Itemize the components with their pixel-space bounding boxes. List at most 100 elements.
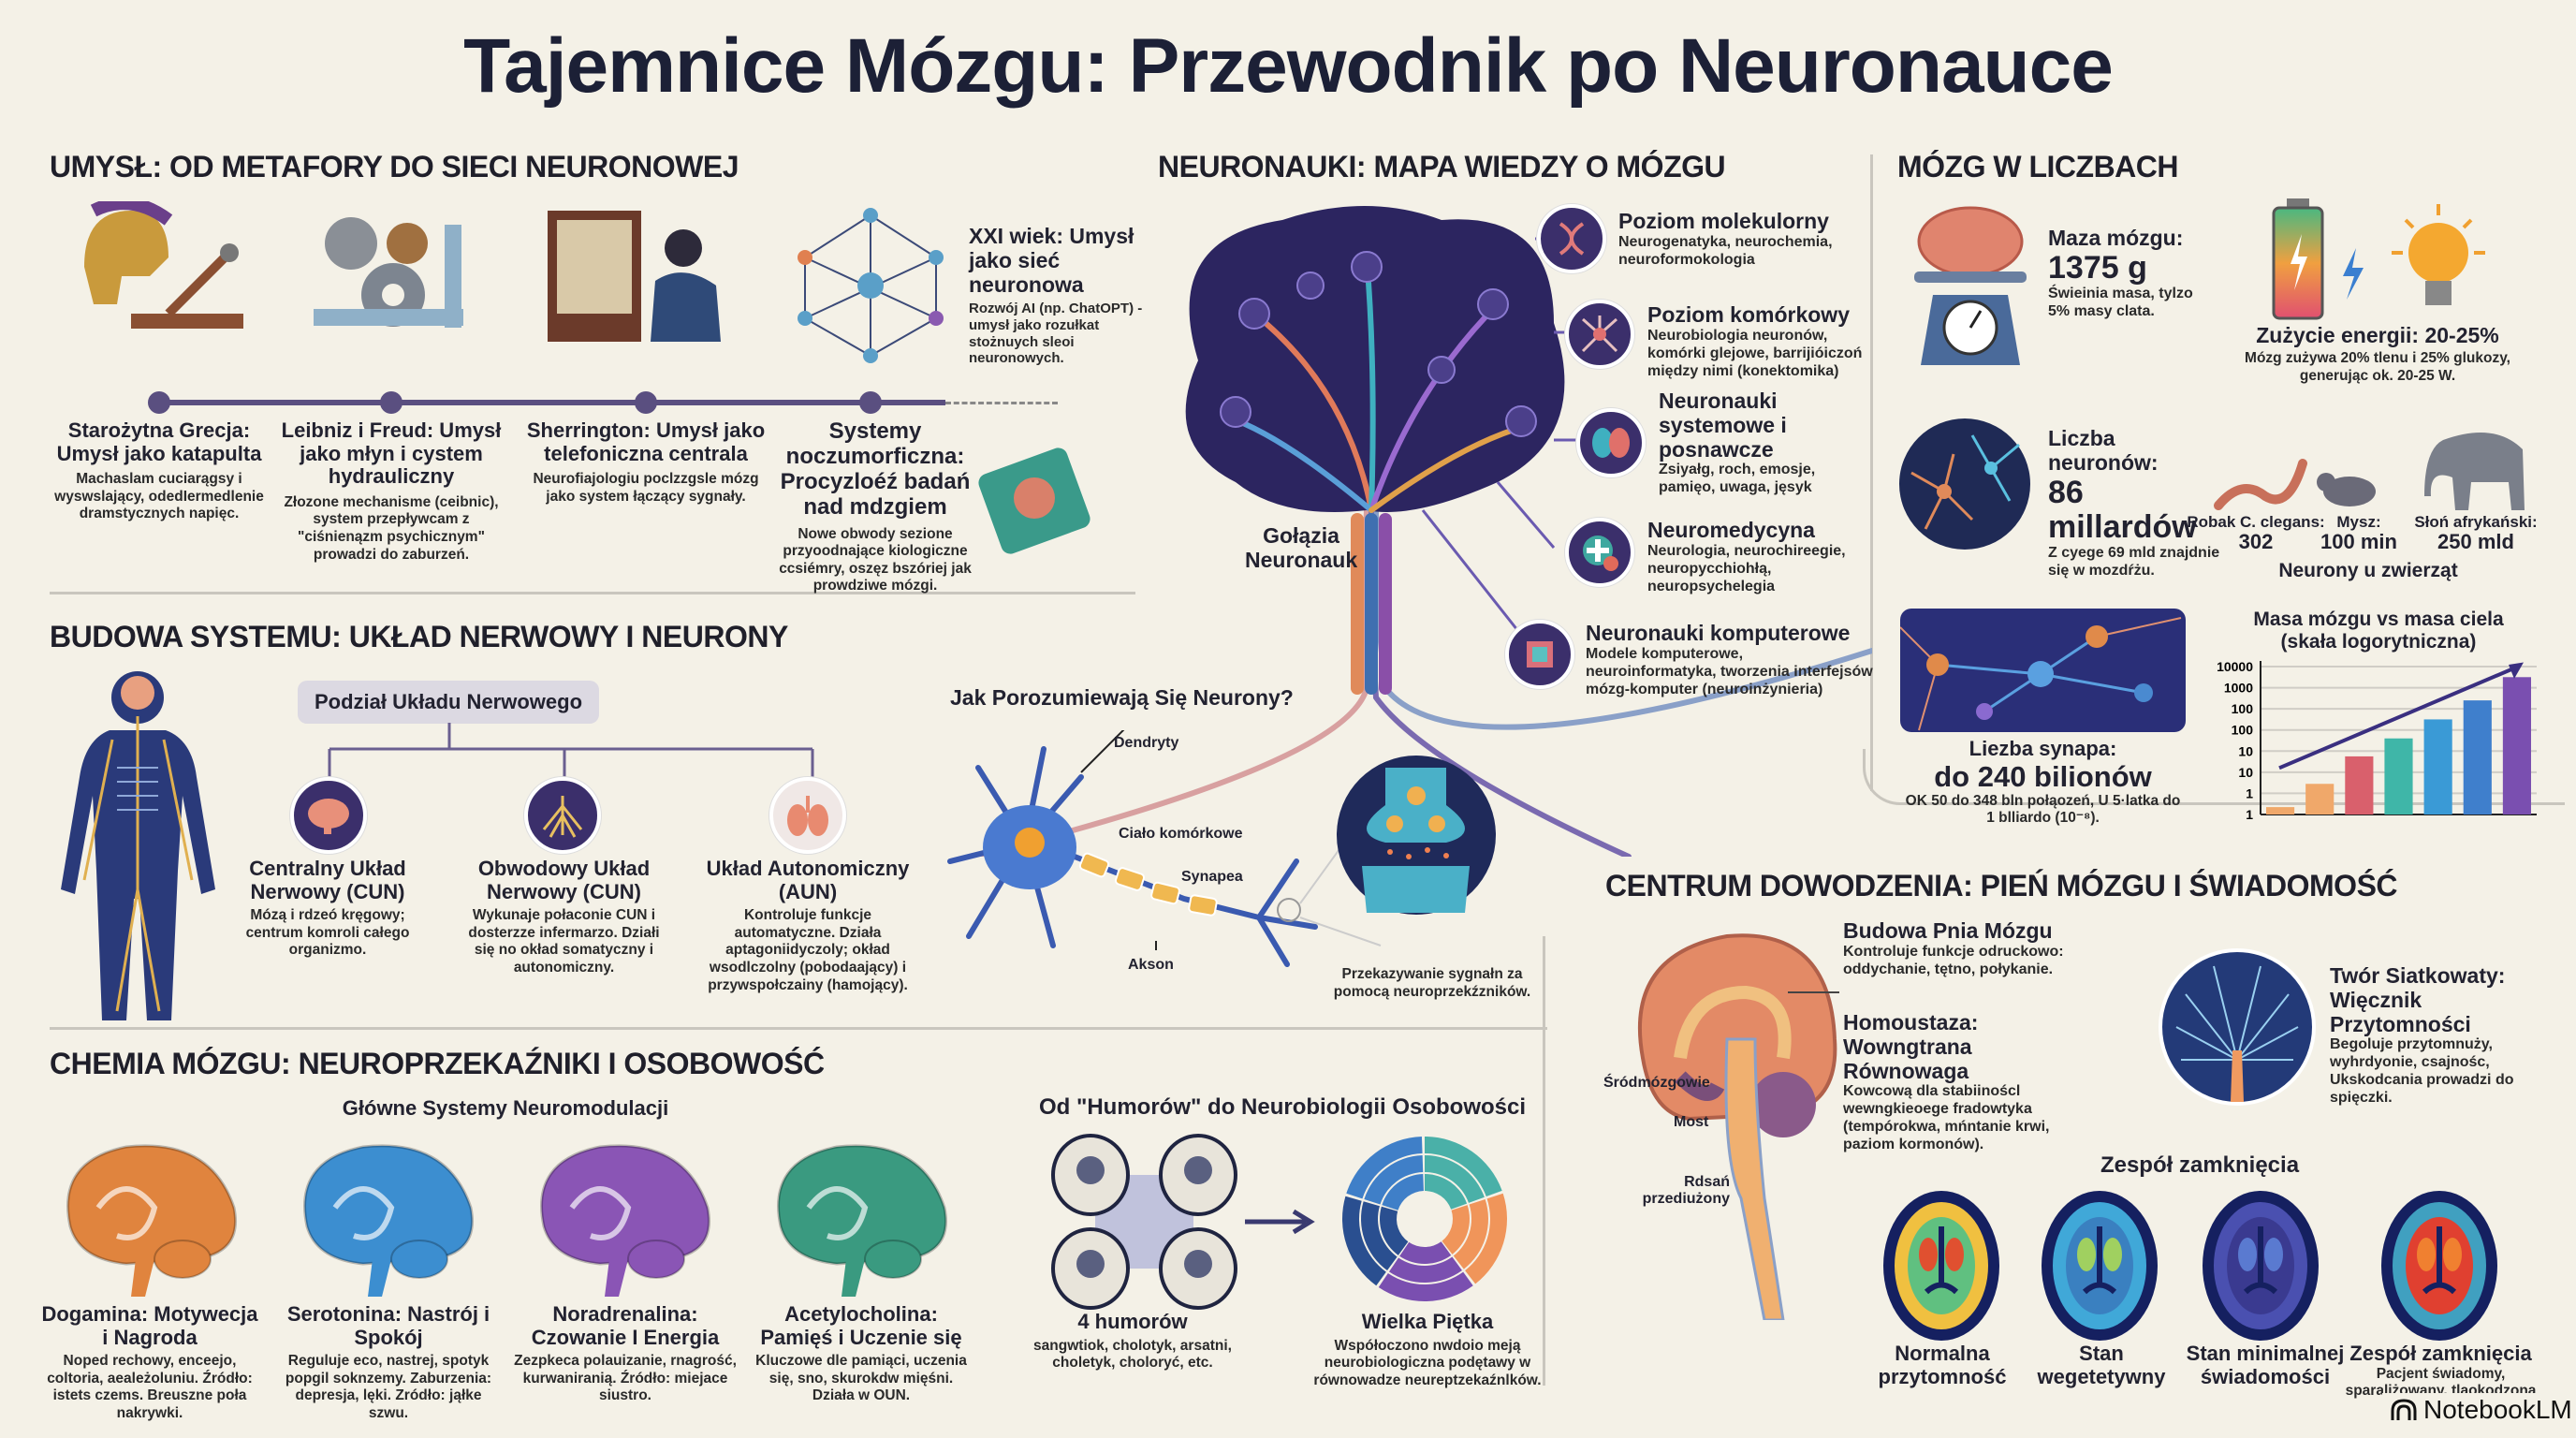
y-tick-label: 1 bbox=[2246, 807, 2253, 822]
label-dendrites: Dendryty bbox=[1114, 735, 1179, 751]
serotonin-brain-icon bbox=[303, 1144, 474, 1297]
wheel-segment bbox=[1425, 1137, 1502, 1197]
neural-network-icon bbox=[798, 208, 944, 363]
info-title: Budowa Pnia Mózgu bbox=[1843, 918, 2053, 943]
timeline-dashed bbox=[945, 402, 1058, 404]
wheel-segment bbox=[1364, 1155, 1424, 1205]
divider bbox=[1543, 936, 1545, 1386]
scan-activity bbox=[2264, 1238, 2283, 1271]
gears-pipes-icon bbox=[314, 217, 463, 328]
wheel-segment bbox=[1465, 1193, 1507, 1284]
pathway-shape bbox=[806, 1186, 869, 1240]
scan-label: Zespół zamknięcia bbox=[2349, 1342, 2532, 1365]
bar bbox=[2266, 807, 2295, 814]
bar bbox=[2305, 784, 2334, 814]
map-trunk-label: Gołązia Neuronauk bbox=[1245, 523, 1358, 572]
scan-activity bbox=[1945, 1238, 1964, 1271]
human-nervous-system-figure bbox=[61, 671, 215, 1020]
map-branch-desc: Neurologia, neurochireegie, neuropycchio… bbox=[1647, 542, 1846, 594]
scan-label: Normalna przytomność bbox=[1878, 1342, 2007, 1388]
section-heading-map: NEURONAUKI: MAPA WIEDZY O MÓZGU bbox=[1158, 150, 1726, 183]
division-label: Podział Układu Nerwowego bbox=[298, 681, 599, 724]
animals-caption: Neurony u zwierząt bbox=[2278, 560, 2458, 581]
wheel-segment bbox=[1342, 1196, 1386, 1286]
y-tick-label: 100 bbox=[2232, 723, 2254, 738]
stat-desc: Z cyege 69 mld znajdnie się w mozdŕżu. bbox=[2048, 545, 2220, 580]
timeline-item-desc: Machaslam cuciarągsy i wyswslający, oded… bbox=[54, 471, 264, 522]
timeline-dot bbox=[859, 391, 882, 414]
brain-scan-minimal bbox=[2203, 1191, 2319, 1341]
wheel-segment bbox=[1380, 1206, 1409, 1255]
neuron-icon bbox=[1565, 300, 1634, 369]
scan-ventricles bbox=[2422, 1226, 2457, 1295]
section-heading-numbers: MÓZG W LICZBACH bbox=[1897, 150, 2179, 183]
scan-activity bbox=[2103, 1238, 2122, 1271]
transmitter-desc: Noped rechowy, enceejo, coltoria, aeależ… bbox=[47, 1353, 253, 1422]
timeline-dot bbox=[380, 391, 402, 414]
transmitter-desc: Kluczowe dle pamiąci, uczenia się, sno, … bbox=[755, 1353, 967, 1404]
bar bbox=[2384, 738, 2413, 814]
cerebellum-shape bbox=[390, 1240, 448, 1279]
bar bbox=[2463, 700, 2492, 814]
notebooklm-watermark: NotebookLM bbox=[2382, 1393, 2576, 1427]
synapse-network-image bbox=[1900, 609, 2186, 732]
info-title: Twór Siatkowaty: Więcznik Przytomności bbox=[2330, 963, 2506, 1036]
info-title: Homoustaza: Wowngtrana Równowaga bbox=[1843, 1010, 1979, 1083]
map-branch-desc: Modele komputerowe, neuroinformatyka, tw… bbox=[1586, 645, 1873, 697]
y-tick-label: 100 bbox=[2232, 701, 2254, 716]
brainstem-shape bbox=[131, 1259, 154, 1297]
animal-value: 250 mld bbox=[2437, 530, 2514, 554]
chart-subtitle: (skała logorytniczna) bbox=[2280, 630, 2477, 653]
greek-helmet-catapult-icon bbox=[84, 201, 243, 329]
timeline-item-title: Starożytna Grecja: Umysł jako katapulta bbox=[56, 418, 262, 465]
transmitter-desc: Reguluje eco, nastrej, spotyk popgil sok… bbox=[285, 1353, 492, 1422]
scan-activity bbox=[1919, 1238, 1938, 1271]
dna-icon bbox=[1537, 204, 1606, 273]
timeline-item-title: Sherrington: Umysł jako telefoniczna cen… bbox=[526, 418, 766, 465]
nervous-system-part: Centralny Układ Nerwowy (CUN)Mózą i rdze… bbox=[234, 857, 421, 960]
wheel-segment bbox=[1378, 1271, 1473, 1301]
stat-desc: OK 50 do 348 bln połąozeń, U 5·latka do … bbox=[1905, 792, 2181, 827]
trend-arrowhead bbox=[2509, 662, 2524, 680]
animal-value: 100 min bbox=[2320, 530, 2397, 554]
locked-in-title: Zespół zamknięcia bbox=[2100, 1152, 2300, 1178]
neuron-diagram bbox=[947, 730, 1496, 967]
brainstem-shape bbox=[368, 1259, 391, 1297]
synapse-caption: Przekazywanie sygnałn za pomocą neuroprz… bbox=[1333, 966, 1531, 1000]
wheel-segment bbox=[1346, 1137, 1423, 1199]
y-tick-label: 10 bbox=[2238, 743, 2253, 758]
humors-desc: sangwtiok, cholotyk, arsatni, choletyk, … bbox=[1033, 1337, 1232, 1372]
brainstem-shape bbox=[842, 1259, 865, 1297]
transmitter-title: Acetylocholina: Pamięś i Uczenie się bbox=[760, 1302, 962, 1349]
animal-name: Robak C. clegans: bbox=[2187, 513, 2325, 531]
scan-activity bbox=[2238, 1238, 2257, 1271]
watermark-text: NotebookLM bbox=[2423, 1395, 2572, 1424]
label-cell-body: Ciało komórkowe bbox=[1119, 826, 1243, 842]
bar bbox=[2423, 719, 2452, 814]
battery-bulb-icon bbox=[2272, 198, 2485, 320]
divider bbox=[1863, 749, 2565, 805]
part-desc: Wykunaje połaconie CUN i dosterzze infer… bbox=[468, 907, 660, 976]
scan-activity bbox=[2077, 1238, 2096, 1271]
section-heading-chemistry: CHEMIA MÓZGU: NEUROPRZEKAŹNIKI I OSOBOWO… bbox=[50, 1047, 825, 1080]
timeline-item-title: Leibniz i Freud: Umysł jako młyn i cyste… bbox=[281, 418, 502, 489]
divider bbox=[50, 1027, 1547, 1030]
wheel-segment bbox=[1453, 1198, 1488, 1269]
map-branch-title: Neuromedycyna bbox=[1647, 518, 1815, 542]
timeline-item-desc: Neurofiajologiu poclzzgsle mózg jako sys… bbox=[533, 471, 759, 505]
brain-tree-illustration bbox=[973, 206, 1872, 857]
map-branch-title: Neuronauki komputerowe bbox=[1586, 621, 1851, 645]
stat-label: Maza mózgu: bbox=[2048, 226, 2184, 250]
map-branch-desc: Zsiyałg, roch, emosje, pamięo, uwaga, ję… bbox=[1659, 462, 1816, 496]
dopamine-brain-icon bbox=[66, 1144, 237, 1297]
nervous-system-part: Układ Autonomiczny (AUN)Kontroluje funkc… bbox=[700, 857, 915, 994]
wheel-segment bbox=[1399, 1241, 1452, 1264]
